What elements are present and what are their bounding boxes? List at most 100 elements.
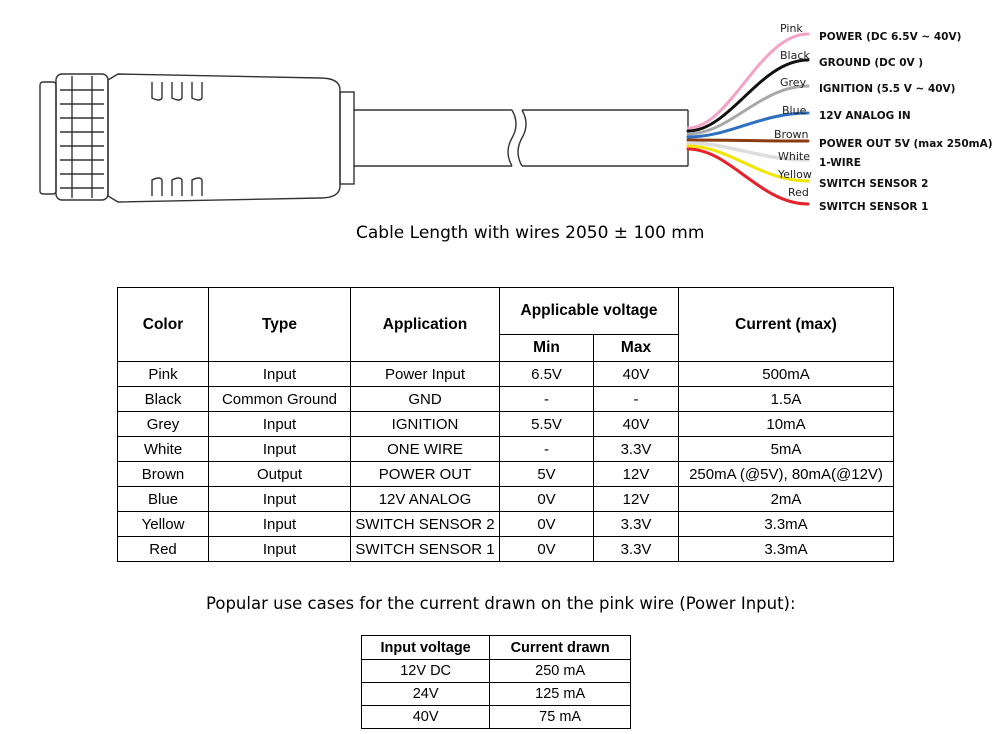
wire-color-name: White	[778, 150, 810, 163]
cell-application: 12V ANALOG	[350, 486, 500, 512]
header-type: Type	[208, 287, 351, 362]
cell-max: 40V	[593, 361, 679, 387]
table-row: Blue Input 12V ANALOG 0V 12V 2mA	[117, 486, 894, 512]
wire-function-label: GROUND (DC 0V )	[819, 57, 923, 69]
table-row: 24V 125 mA	[360, 682, 631, 706]
table-row: 40V 75 mA	[360, 705, 631, 729]
header-current-drawn: Current drawn	[489, 635, 631, 660]
cell-current: 500mA	[678, 361, 894, 387]
wire-color-name: Yellow	[777, 168, 812, 181]
wire-blue	[686, 111, 810, 139]
wire-function-label: 1-WIRE	[819, 157, 861, 169]
wire-white	[686, 141, 810, 162]
cell-application: GND	[350, 386, 500, 412]
cell-max: 3.3V	[593, 511, 679, 537]
wire-function-label: IGNITION (5.5 V ~ 40V)	[819, 83, 956, 95]
wire-function-label: 12V ANALOG IN	[819, 110, 911, 122]
cell-color: Red	[117, 536, 209, 562]
table-row: White Input ONE WIRE - 3.3V 5mA	[117, 436, 894, 462]
cell-color: Yellow	[117, 511, 209, 537]
wire-color-name: Brown	[774, 128, 809, 141]
cell-application: SWITCH SENSOR 1	[350, 536, 500, 562]
cell-max: 40V	[593, 411, 679, 437]
cell-color: Pink	[117, 361, 209, 387]
cell-max: 12V	[593, 486, 679, 512]
cell-max: 12V	[593, 461, 679, 487]
header-applicable-voltage: Applicable voltage	[499, 287, 679, 335]
table-row: Grey Input IGNITION 5.5V 40V 10mA	[117, 411, 894, 437]
cell-color: Brown	[117, 461, 209, 487]
cable-length-caption: Cable Length with wires 2050 ± 100 mm	[356, 223, 705, 243]
wire-color-name: Grey	[780, 76, 807, 89]
wire-pink	[686, 32, 810, 130]
cell-current: 3.3mA	[678, 536, 894, 562]
wire-color-name: Pink	[780, 22, 803, 35]
header-max: Max	[593, 334, 679, 362]
cell-current: 2mA	[678, 486, 894, 512]
wire-black	[686, 58, 810, 133]
wire-color-name: Black	[780, 49, 810, 62]
table-row: Red Input SWITCH SENSOR 1 0V 3.3V 3.3mA	[117, 536, 894, 562]
cell-type: Input	[208, 361, 351, 387]
cell-type: Input	[208, 411, 351, 437]
wire-grey	[686, 84, 810, 136]
header-input-voltage: Input voltage	[360, 635, 491, 660]
cell-min: 5V	[499, 461, 594, 487]
table-row: Black Common Ground GND - - 1.5A	[117, 386, 894, 412]
cell-min: 0V	[499, 536, 594, 562]
wire-spec-table: Color Type Application Applicable voltag…	[117, 287, 894, 562]
header-min: Min	[499, 334, 594, 362]
table-row: Brown Output POWER OUT 5V 12V 250mA (@5V…	[117, 461, 894, 487]
cell-min: -	[499, 436, 594, 462]
wire-red	[686, 147, 810, 206]
cell-type: Output	[208, 461, 351, 487]
cell-application: IGNITION	[350, 411, 500, 437]
cell-current: 10mA	[678, 411, 894, 437]
connector-drawing	[39, 73, 689, 203]
cell-current: 250mA (@5V), 80mA(@12V)	[678, 461, 894, 487]
cell-color: Black	[117, 386, 209, 412]
cell-application: ONE WIRE	[350, 436, 500, 462]
strain-relief	[339, 91, 355, 185]
wire-function-label: POWER OUT 5V (max 250mA)	[819, 138, 993, 150]
wire-color-name: Blue	[782, 104, 807, 117]
wire-function-label: SWITCH SENSOR 1	[819, 201, 928, 213]
wire-brown	[686, 138, 810, 143]
cell-color: Blue	[117, 486, 209, 512]
cell-type: Common Ground	[208, 386, 351, 412]
cell-min: 6.5V	[499, 361, 594, 387]
header-color: Color	[117, 287, 209, 362]
use-case-caption: Popular use cases for the current drawn …	[206, 594, 796, 613]
connector-nut	[39, 81, 57, 195]
cell-application: SWITCH SENSOR 2	[350, 511, 500, 537]
cell-current-drawn: 75 mA	[489, 705, 631, 729]
cell-current: 3.3mA	[678, 511, 894, 537]
cell-current-drawn: 250 mA	[489, 659, 631, 683]
cell-type: Input	[208, 536, 351, 562]
table-row: 12V DC 250 mA	[360, 659, 631, 683]
use-case-table: Input voltage Current drawn 12V DC 250 m…	[360, 635, 631, 729]
wire-yellow	[686, 144, 810, 183]
cell-color: White	[117, 436, 209, 462]
cell-current-drawn: 125 mA	[489, 682, 631, 706]
wire-function-label: SWITCH SENSOR 2	[819, 178, 928, 190]
table-row: Yellow Input SWITCH SENSOR 2 0V 3.3V 3.3…	[117, 511, 894, 537]
cell-max: -	[593, 386, 679, 412]
table-row: Pink Input Power Input 6.5V 40V 500mA	[117, 361, 894, 387]
cable-break	[507, 109, 527, 167]
connector-grip	[55, 73, 109, 201]
cell-color: Grey	[117, 411, 209, 437]
cell-input-voltage: 40V	[360, 705, 491, 729]
header-application: Application	[350, 287, 500, 362]
cell-min: 0V	[499, 511, 594, 537]
cell-input-voltage: 12V DC	[360, 659, 491, 683]
cell-application: POWER OUT	[350, 461, 500, 487]
cell-min: 0V	[499, 486, 594, 512]
wire-function-label: POWER (DC 6.5V ~ 40V)	[819, 31, 961, 43]
cell-current: 5mA	[678, 436, 894, 462]
cell-max: 3.3V	[593, 436, 679, 462]
cell-type: Input	[208, 486, 351, 512]
connector-body	[107, 73, 341, 203]
